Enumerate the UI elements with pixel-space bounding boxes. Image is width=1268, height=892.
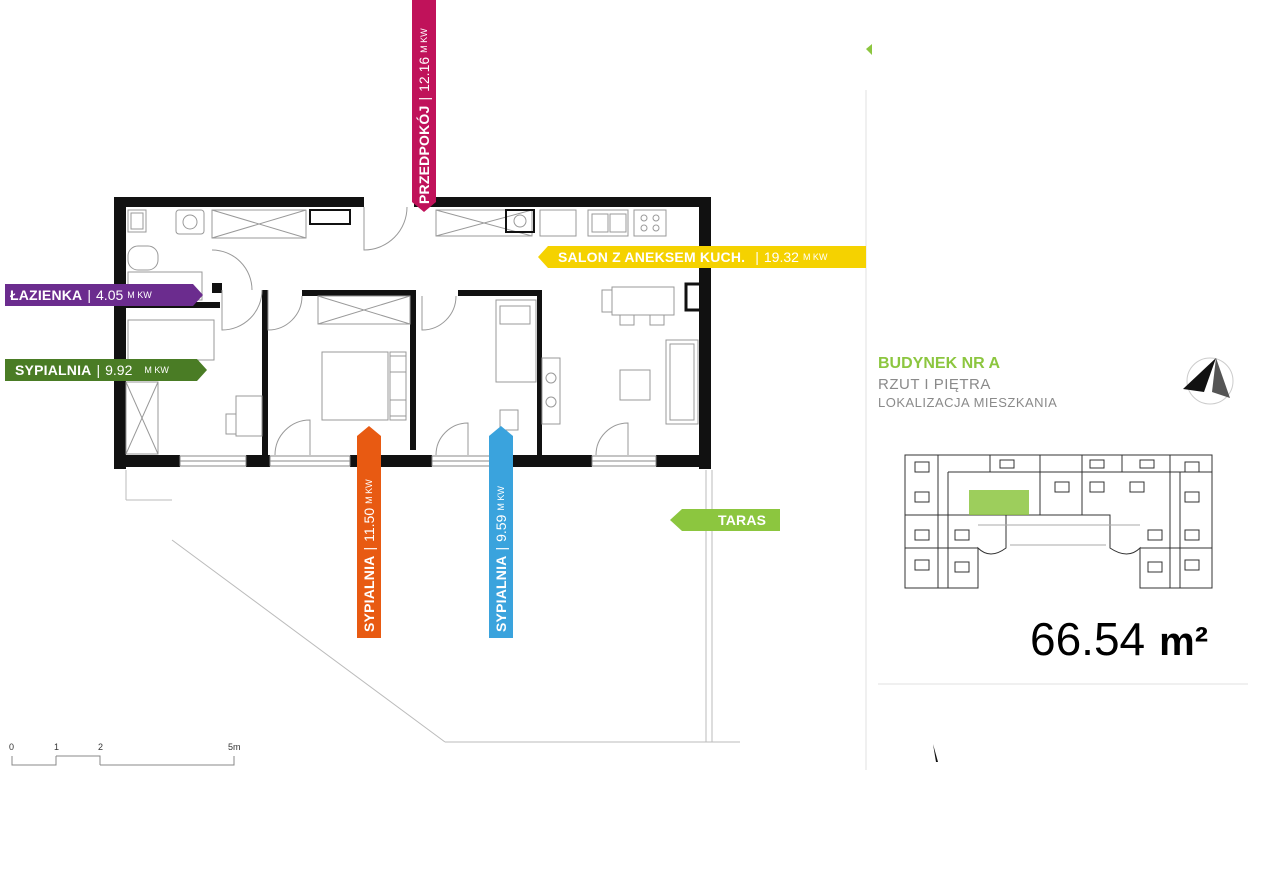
lazienka-unit: M KW [127, 290, 152, 300]
scale-tick-0: 0 [9, 742, 15, 752]
terrace-outline [125, 470, 740, 743]
sypialnia-1-name: SYPIALNIA [15, 362, 92, 378]
lazienka-area: 4.05 [96, 287, 124, 303]
sypialnia-2-area: 11.50 [361, 507, 377, 542]
przedpokoj-unit: M KW [419, 28, 429, 53]
label-taras: TARAS [670, 509, 780, 531]
lazienka-separator: | [87, 287, 92, 303]
przedpokoj-area: 12.16 [416, 56, 432, 92]
label-sypialnia-3: SYPIALNIA | 9.59 M KW [489, 426, 513, 638]
apartment-location-highlight [969, 490, 1029, 515]
panel-separators [865, 90, 1248, 770]
sypialnia-3-arrow-shape [489, 426, 513, 638]
label-sypialnia-1: SYPIALNIA | 9.92 M KW [5, 359, 207, 381]
salon-separator: | [755, 249, 759, 265]
doors [211, 206, 629, 456]
label-sypialnia-2: SYPIALNIA | 11.50 M KW [357, 426, 381, 638]
lazienka-arrow-shape [5, 284, 203, 306]
lazienka-name: ŁAZIENKA [10, 287, 83, 303]
sypialnia-3-unit: M KW [496, 486, 506, 511]
sypialnia-2-unit: M KW [364, 479, 374, 504]
cursor-mark [933, 744, 938, 762]
salon-area: 19.32 [763, 249, 799, 265]
location-label: LOKALIZACJA MIESZKANIA [878, 395, 1058, 410]
building-info: BUDYNEK NR A RZUT I PIĘTRA LOKALIZACJA M… [878, 355, 1057, 410]
scale-bar [11, 755, 235, 766]
interior-walls [126, 282, 704, 455]
przedpokoj-separator: | [416, 96, 432, 101]
sypialnia-1-unit: M KW [144, 365, 169, 375]
sypialnia-2-separator: | [361, 546, 377, 551]
taras-name: TARAS [718, 512, 767, 528]
scale-tick-1: 1 [54, 742, 60, 752]
salon-unit: M KW [802, 252, 828, 262]
taras-arrow-shape [670, 509, 780, 531]
przedpokoj-arrow-shape [412, 0, 436, 212]
scale-tick-5m: 5m [228, 742, 241, 752]
sypialnia-3-name: SYPIALNIA [493, 555, 509, 632]
top-green-triangle [866, 44, 872, 55]
building-name: BUDYNEK NR A [878, 355, 1001, 372]
sypialnia-3-separator: | [493, 546, 509, 551]
label-salon: SALON Z ANEKSEM KUCH. | 19.32 M KW [538, 246, 866, 268]
przedpokoj-name: PRZEDPOKÓJ [416, 105, 432, 204]
sypialnia-2-name: SYPIALNIA [361, 555, 377, 632]
salon-name: SALON Z ANEKSEM KUCH. [558, 249, 746, 265]
sypialnia-1-area: 9.92 [105, 362, 133, 378]
sypialnia-3-area: 9.59 [493, 514, 509, 542]
total-area: 66.54 m² [1030, 612, 1208, 666]
sypialnia-2-arrow-shape [357, 426, 381, 638]
floor-name: RZUT I PIĘTRA [878, 376, 991, 393]
label-przedpokoj: PRZEDPOKÓJ | 12.16 M KW [412, 0, 436, 212]
sypialnia-1-separator: | [96, 362, 101, 378]
sypialnia-1-arrow-shape [5, 359, 207, 381]
windows [179, 455, 657, 467]
salon-arrow-shape [538, 246, 866, 268]
label-lazienka: ŁAZIENKA | 4.05 M KW [5, 284, 203, 306]
total-area-value: 66.54 [1030, 613, 1146, 665]
total-area-unit: m² [1159, 620, 1209, 664]
scale-tick-2: 2 [98, 742, 104, 752]
building-key-plan [904, 454, 1213, 589]
compass-icon [1183, 357, 1234, 405]
